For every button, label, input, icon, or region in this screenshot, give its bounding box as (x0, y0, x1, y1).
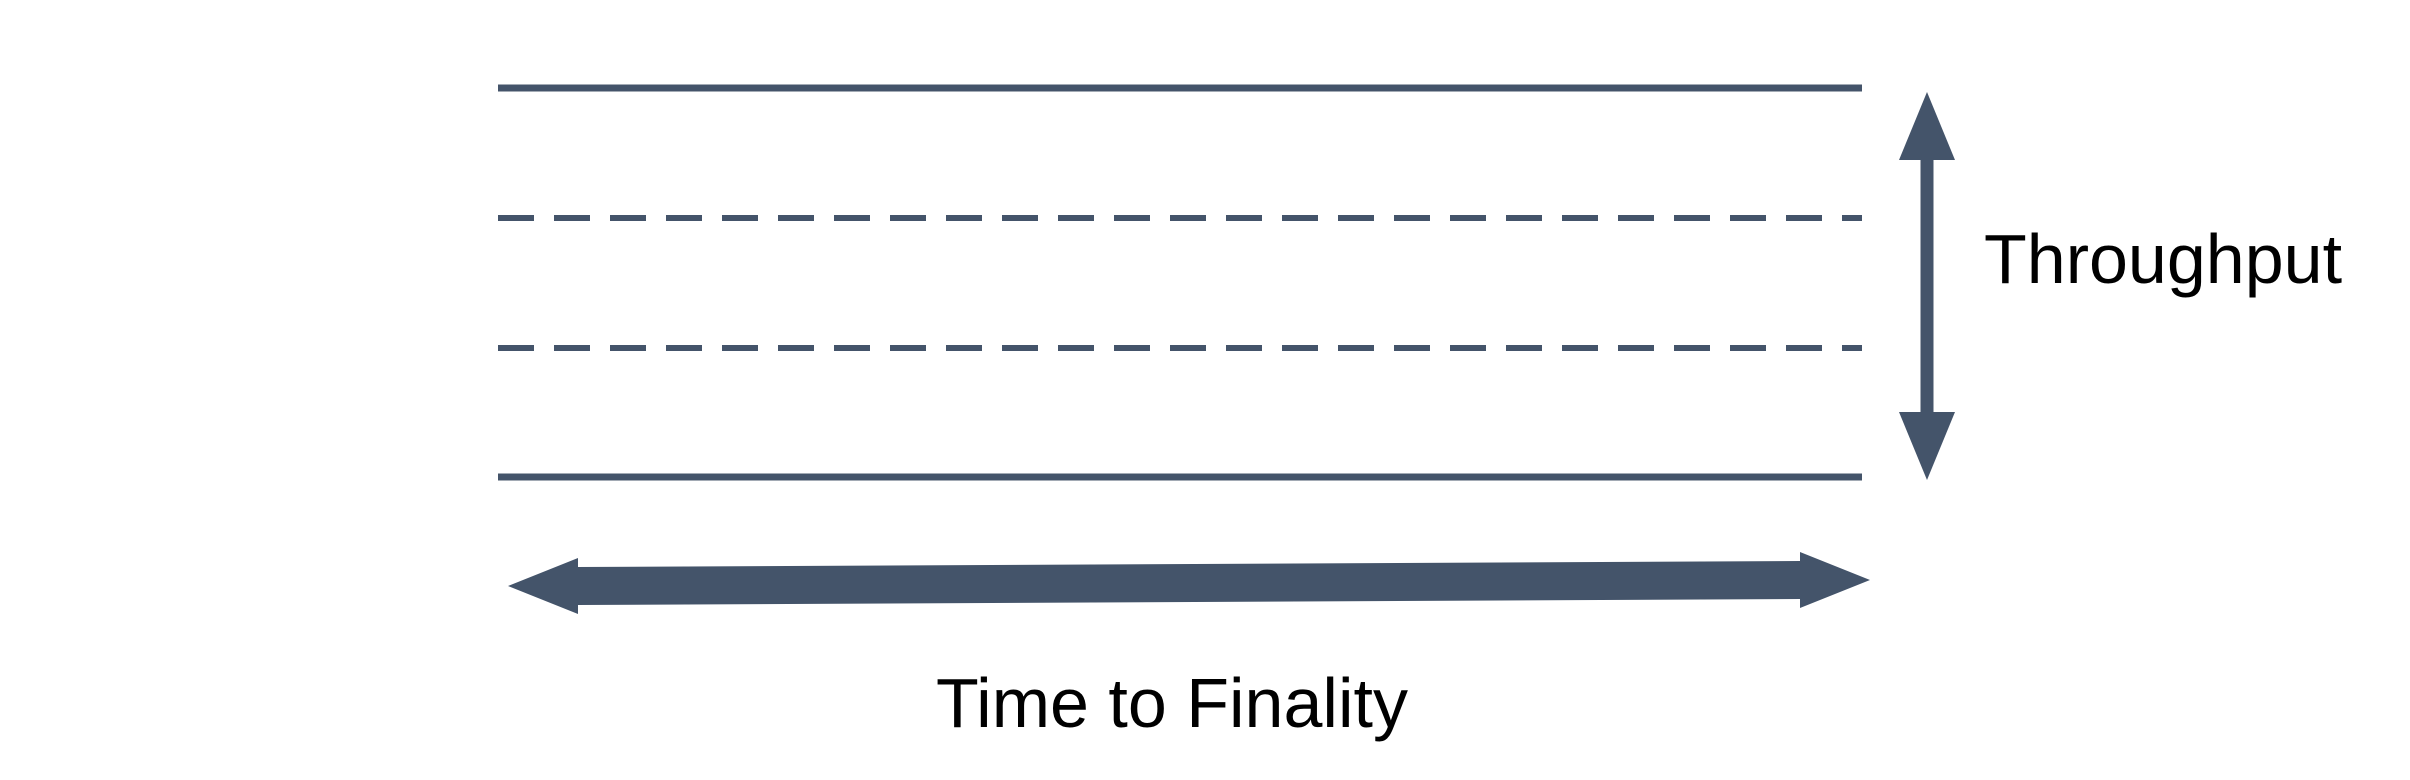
throughput-axis-label: Throughput (1984, 220, 2343, 298)
time-to-finality-axis-label: Time to Finality (936, 664, 1408, 742)
throughput-double-arrow-icon (1899, 92, 1955, 480)
time-to-finality-double-arrow-icon (508, 552, 1870, 614)
